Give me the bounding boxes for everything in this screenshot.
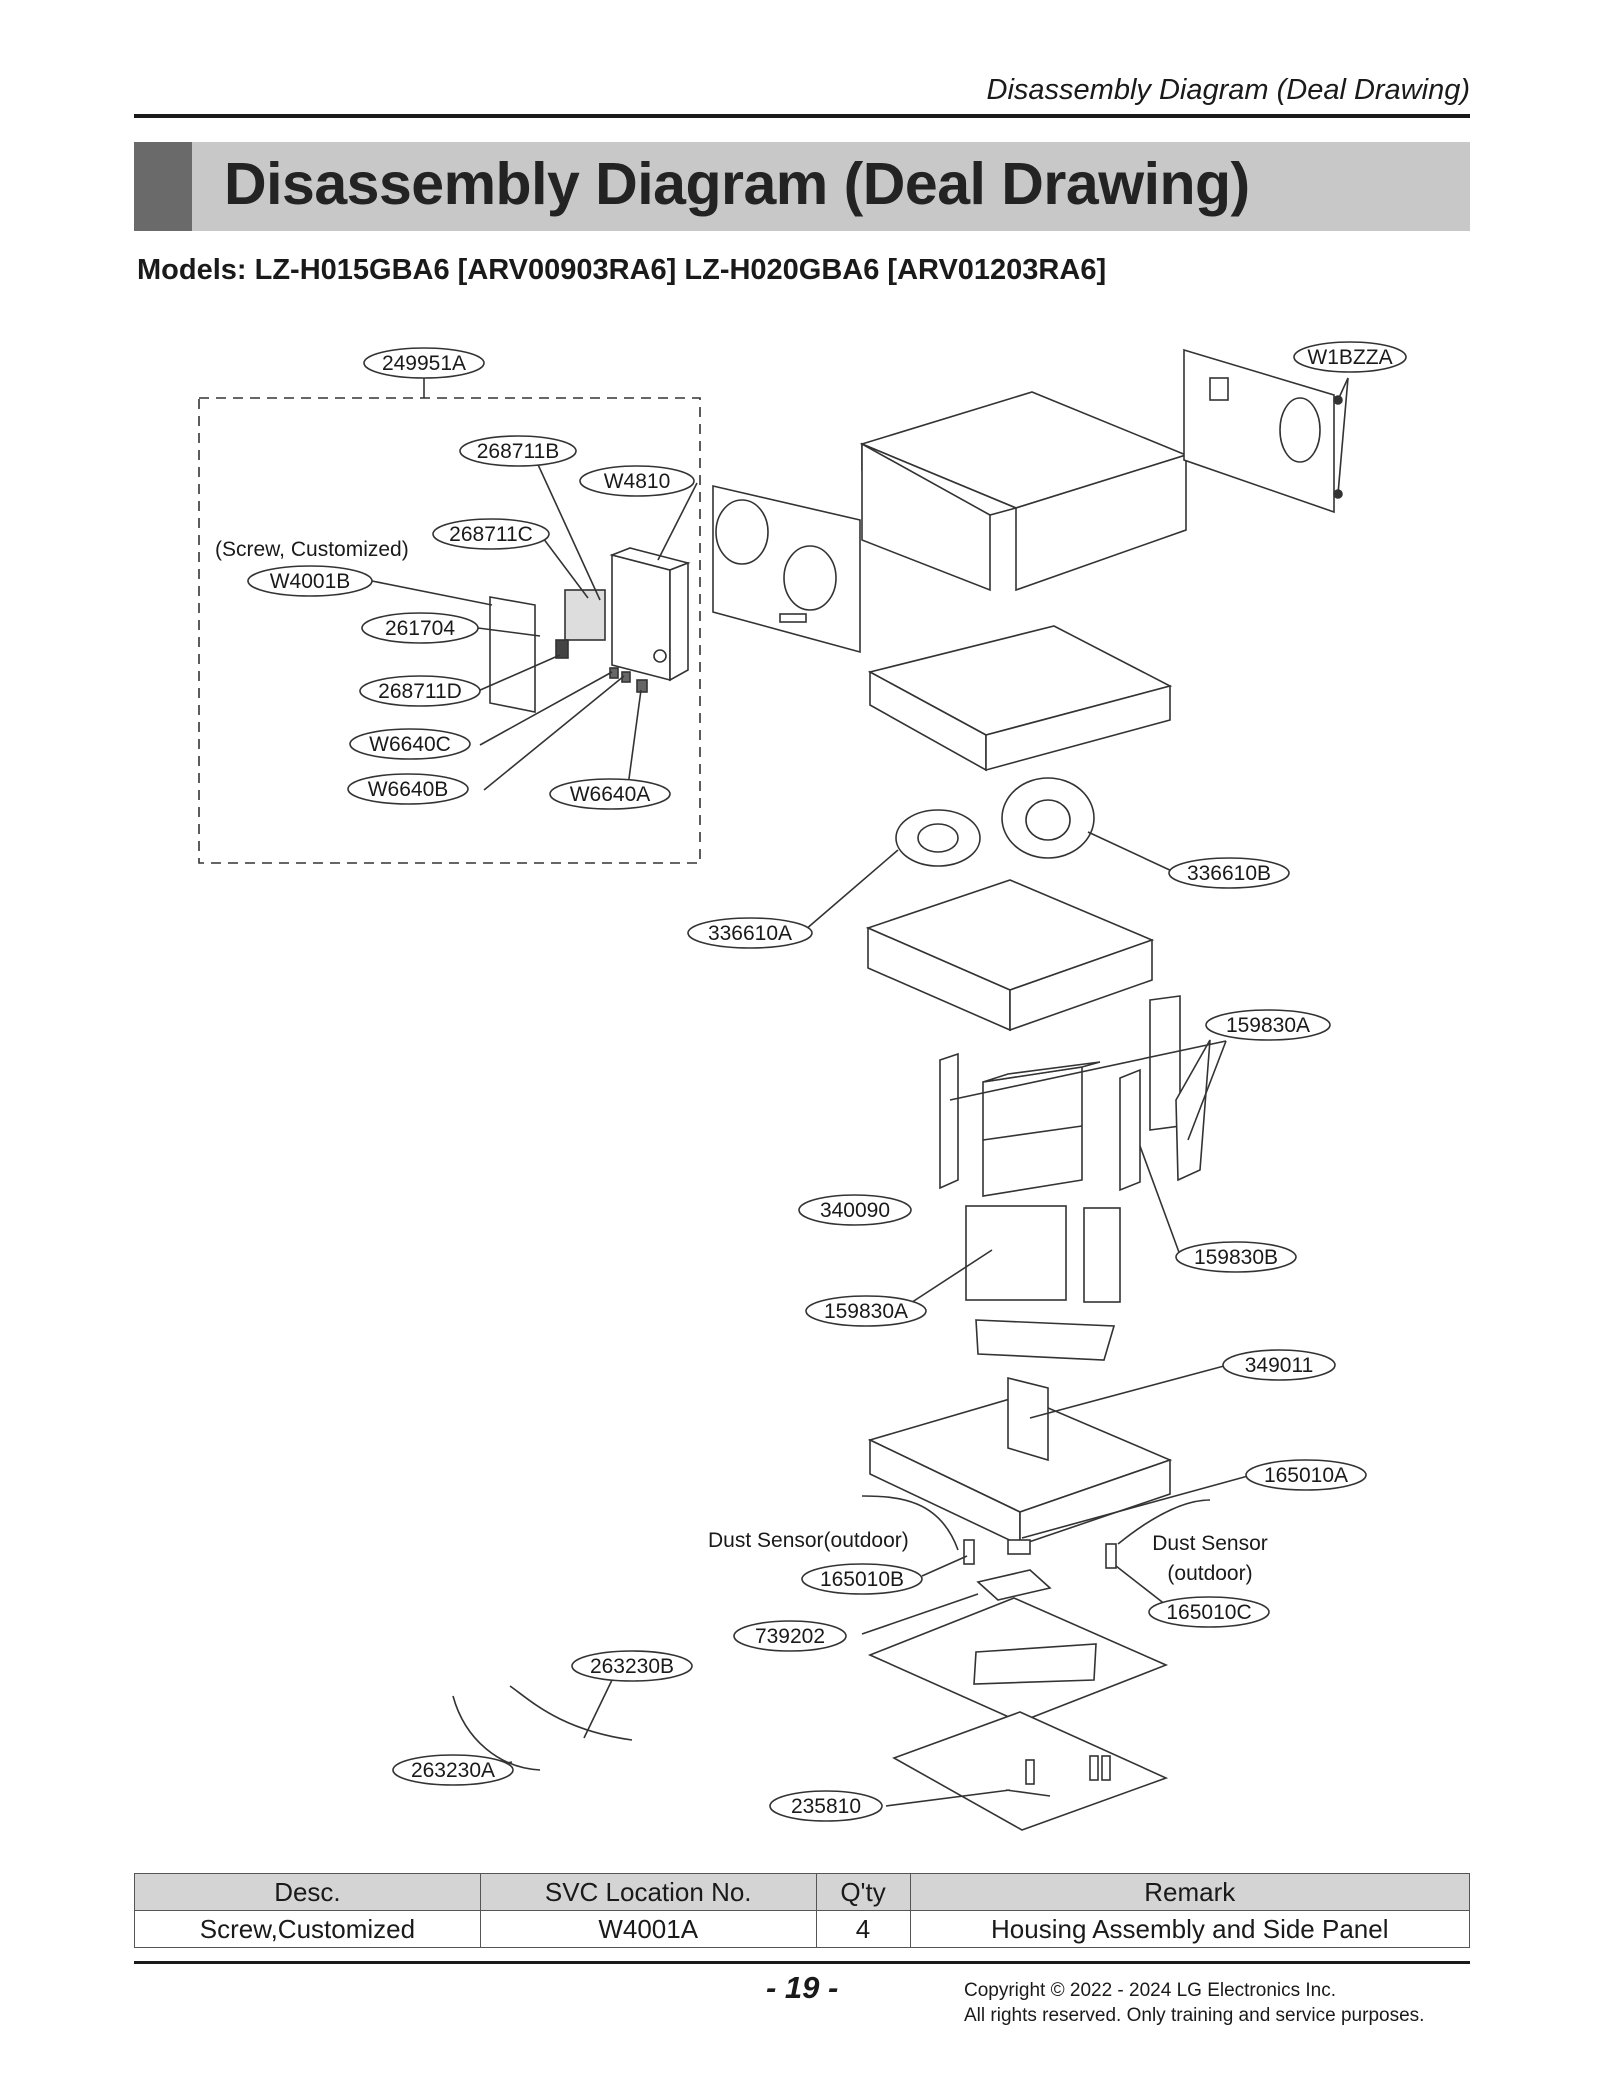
svg-text:349011: 349011	[1245, 1354, 1314, 1377]
table-header: SVC Location No.	[479, 1873, 817, 1911]
title-bar: Disassembly Diagram (Deal Drawing)	[134, 142, 1470, 231]
parts-table: Desc. SVC Location No. Q'ty Remark Screw…	[134, 1873, 1470, 1948]
table-cell: 4	[815, 1910, 911, 1948]
dust-sensor-drawing	[861, 1495, 1211, 1635]
screw-note: (Screw, Customized)	[215, 538, 409, 561]
callout-165010A: 165010A	[1245, 1459, 1367, 1491]
callout-268711D: 268711D	[359, 675, 481, 707]
callout-W6640C: W6640C	[349, 728, 471, 760]
title-tab	[134, 142, 192, 231]
copyright-line: All rights reserved. Only training and s…	[964, 2005, 1425, 2026]
svg-text:268711B: 268711B	[477, 440, 560, 463]
svg-text:336610B: 336610B	[1187, 862, 1271, 885]
table-cell: Housing Assembly and Side Panel	[909, 1910, 1470, 1948]
side-panel-drawing	[1183, 348, 1349, 514]
callout-W4001B: W4001B	[247, 565, 373, 597]
callout-165010C: 165010C	[1148, 1596, 1270, 1628]
svg-text:159830A: 159830A	[824, 1300, 908, 1323]
callout-W6640B: W6640B	[347, 773, 469, 805]
callout-336610A: 336610A	[687, 917, 813, 949]
callout-W4810: W4810	[579, 465, 695, 497]
table-row: Screw,Customized W4001A 4 Housing Assemb…	[134, 1910, 1470, 1948]
control-box-drawing	[489, 547, 691, 713]
callout-159830B: 159830B	[1175, 1241, 1297, 1273]
svg-text:340090: 340090	[820, 1199, 890, 1222]
callout-159830A-1: 159830A	[1205, 1009, 1331, 1041]
table-header-row: Desc. SVC Location No. Q'ty Remark	[134, 1873, 1470, 1911]
bottom-panels-drawing	[867, 1597, 1169, 1831]
callout-739202: 739202	[733, 1620, 847, 1652]
svg-text:W4001B: W4001B	[270, 570, 351, 593]
copyright: Copyright © 2022 - 2024 LG Electronics I…	[964, 1978, 1424, 2028]
svg-text:165010B: 165010B	[820, 1568, 904, 1591]
page-number: - 19 -	[766, 1970, 839, 2005]
callout-263230B: 263230B	[571, 1650, 693, 1682]
running-header: Disassembly Diagram (Deal Drawing)	[986, 74, 1470, 106]
blower-drawing	[804, 777, 1175, 931]
table-cell: Screw,Customized	[134, 1910, 481, 1948]
callout-263230A: 263230A	[392, 1754, 514, 1786]
callout-165010B: 165010B	[801, 1563, 923, 1595]
models-line: Models: LZ-H015GBA6 [ARV00903RA6] LZ-H02…	[137, 254, 1107, 286]
callout-249951A: 249951A	[363, 347, 485, 379]
page-title: Disassembly Diagram (Deal Drawing)	[224, 151, 1250, 217]
svg-text:249951A: 249951A	[382, 352, 466, 375]
svg-text:336610A: 336610A	[708, 922, 792, 945]
callout-235810: 235810	[769, 1790, 883, 1822]
svg-text:263230A: 263230A	[411, 1759, 495, 1782]
callout-349011: 349011	[1222, 1349, 1336, 1381]
svg-text:159830B: 159830B	[1194, 1246, 1278, 1269]
footer-rule	[134, 1961, 1470, 1964]
callout-261704: 261704	[361, 612, 479, 644]
dust-sensor-note-right-2: (outdoor)	[1167, 1562, 1252, 1585]
svg-text:W6640C: W6640C	[369, 733, 451, 756]
table-header: Remark	[909, 1873, 1470, 1911]
housing-cover-drawing	[859, 391, 1189, 592]
callout-W1BZZA: W1BZZA	[1293, 341, 1407, 373]
control-box-leaders	[371, 457, 698, 791]
svg-text:159830A: 159830A	[1226, 1014, 1310, 1037]
svg-text:165010A: 165010A	[1264, 1464, 1348, 1487]
control-box-group-outline	[198, 397, 701, 864]
callout-159830A-2: 159830A	[805, 1295, 927, 1327]
callout-268711C: 268711C	[432, 518, 550, 550]
svg-text:739202: 739202	[755, 1625, 825, 1648]
copyright-line: Copyright © 2022 - 2024 LG Electronics I…	[964, 1980, 1337, 2001]
back-panel-drawing	[712, 484, 861, 654]
callout-336610B: 336610B	[1168, 857, 1290, 889]
svg-text:235810: 235810	[791, 1795, 861, 1818]
header-rule	[134, 114, 1470, 118]
svg-text:165010C: 165010C	[1166, 1601, 1251, 1624]
dust-sensor-note-right-1: Dust Sensor	[1152, 1532, 1268, 1555]
middle-tray-drawing	[867, 625, 1173, 772]
callout-268711B: 268711B	[459, 435, 577, 467]
svg-text:261704: 261704	[385, 617, 455, 640]
heat-exchanger-drawing	[939, 995, 1227, 1256]
svg-text:268711C: 268711C	[449, 523, 533, 546]
svg-text:W4810: W4810	[604, 470, 671, 493]
callout-labels: 249951A W1BZZA 268711B W4810 (Screw, Cus…	[215, 341, 1407, 1822]
table-cell: W4001A	[479, 1910, 817, 1948]
svg-text:W1BZZA: W1BZZA	[1307, 346, 1392, 369]
table-header: Desc.	[134, 1873, 481, 1911]
svg-text:268711D: 268711D	[378, 680, 462, 703]
lower-panels-drawing	[849, 1205, 1121, 1361]
dust-sensor-note-left: Dust Sensor(outdoor)	[708, 1529, 909, 1552]
svg-text:W6640A: W6640A	[570, 783, 651, 806]
callout-340090: 340090	[798, 1194, 912, 1226]
callout-W6640A: W6640A	[549, 778, 671, 810]
disassembly-diagram: 249951A W1BZZA 268711B W4810 (Screw, Cus…	[198, 341, 1407, 1831]
svg-text:263230B: 263230B	[590, 1655, 674, 1678]
table-header: Q'ty	[815, 1873, 911, 1911]
lower-pan-drawing	[867, 1365, 1249, 1547]
upper-pan-drawing	[865, 879, 1155, 1032]
svg-text:W6640B: W6640B	[368, 778, 449, 801]
